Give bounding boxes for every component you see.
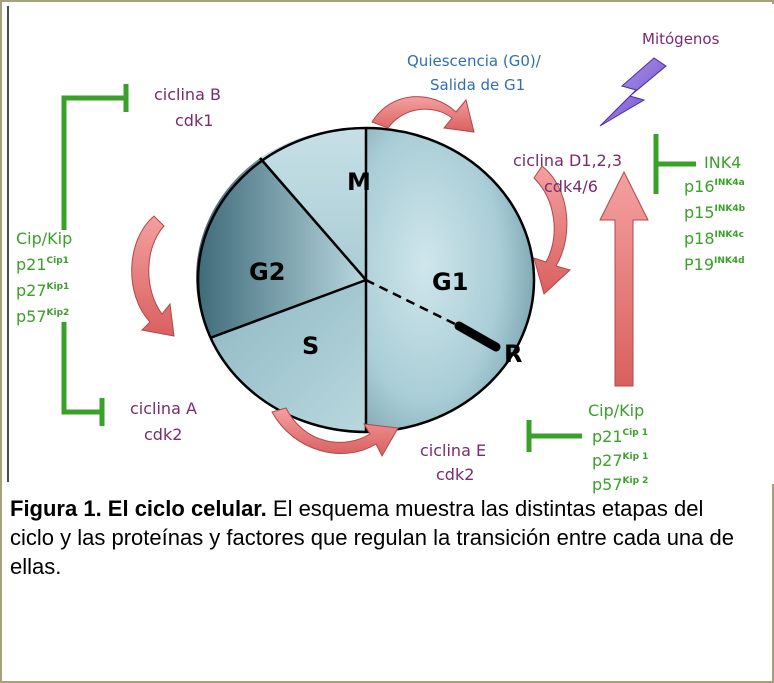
restriction-dashed-line — [365, 278, 460, 328]
bottom-cipkip-item-3: p57Kip 2 — [592, 475, 648, 494]
cyclin-b-label: ciclina B — [154, 85, 221, 104]
bottom-cipkip-item-2-name: p27 — [592, 451, 623, 470]
ink4-inhibitor-bracket — [653, 134, 696, 194]
divider-g2-m — [259, 157, 367, 281]
left-cipkip-item-2-superscript: Kip1 — [47, 282, 70, 292]
cell-cycle-diagram: M G2 G1 S R — [4, 4, 774, 494]
bottom-cipkip-item-1-name: p21 — [592, 427, 623, 446]
mitogens-label: Mitógenos — [642, 30, 720, 48]
ink4-item-2: p15INK4b — [684, 203, 746, 222]
cdk46-label: cdk4/6 — [544, 177, 598, 196]
ink4-item-1-superscript: INK4a — [715, 178, 745, 188]
left-cipkip-item-1-superscript: Cip1 — [47, 256, 69, 266]
figure-caption: Figura 1. El ciclo celular. El esquema m… — [10, 494, 745, 581]
phase-label-m: M — [347, 168, 371, 196]
ink4-family: INK4 — [704, 153, 741, 172]
cell-cycle-svg: M G2 G1 S R — [7, 6, 746, 494]
restriction-point-label: R — [504, 340, 522, 368]
quiescence-line2: Salida de G1 — [430, 76, 525, 94]
phase-label-g2: G2 — [249, 258, 285, 286]
restriction-marker — [454, 321, 501, 352]
ink4-item-3-superscript: INK4c — [715, 230, 744, 240]
caption-text: El esquema muestra las distintas etapas … — [10, 496, 734, 579]
left-cipkip-list: p21Cip1 p27Kip1 p57Kip2 — [16, 255, 69, 326]
bottom-cipkip-item-3-superscript: Kip 2 — [623, 476, 649, 486]
caption-title: Figura 1. El ciclo celular. — [10, 496, 267, 521]
cyclin-e-label: ciclina E — [420, 441, 486, 460]
arrow-bottom — [271, 407, 399, 458]
ink4-item-1: p16INK4a — [684, 177, 745, 196]
lightning-bolt-icon — [599, 57, 667, 127]
arrow-mitogen — [599, 170, 649, 387]
left-inhibitor-bracket — [61, 84, 129, 426]
ink4-item-2-superscript: INK4b — [715, 204, 746, 214]
left-cipkip-item-2-name: p27 — [16, 281, 47, 300]
bottom-cipkip-item-2: p27Kip 1 — [592, 451, 648, 470]
bottom-cipkip-item-1-superscript: Cip 1 — [623, 428, 649, 438]
cdk1-label: cdk1 — [175, 111, 213, 130]
left-cipkip-item-3-name: p57 — [16, 307, 47, 326]
m-sector — [260, 127, 366, 280]
ink4-item-4-name: P19 — [684, 255, 714, 274]
phase-label-s: S — [302, 332, 319, 360]
s-sector — [210, 280, 366, 433]
left-cipkip-family: Cip/Kip — [16, 229, 72, 248]
ink4-item-3: p18INK4c — [684, 229, 744, 248]
bottom-inhibitor-bracket — [526, 420, 582, 452]
cdk2-e-label: cdk2 — [436, 465, 474, 484]
cdk2-a-label: cdk2 — [144, 425, 182, 444]
quiescence-line1: Quiescencia (G0)/ — [407, 52, 542, 70]
bottom-cipkip-item-1: p21Cip 1 — [592, 427, 648, 446]
g1-sector — [366, 128, 534, 432]
g2-sector — [196, 158, 366, 338]
bottom-cipkip-item-2-superscript: Kip 1 — [623, 452, 649, 462]
left-cipkip-item-1-name: p21 — [16, 255, 47, 274]
arrow-left — [131, 215, 175, 337]
bottom-cipkip-item-3-name: p57 — [592, 475, 623, 494]
left-cipkip-item-1: p21Cip1 — [16, 255, 69, 274]
left-cipkip-item-3: p57Kip2 — [16, 307, 69, 326]
phase-label-g1: G1 — [432, 268, 468, 296]
ink4-item-4-superscript: INK4d — [714, 256, 745, 266]
ink4-item-2-name: p15 — [684, 203, 715, 222]
ink4-item-4: P19INK4d — [684, 255, 745, 274]
cyclin-a-label: ciclina A — [130, 399, 197, 418]
arrow-quiescence — [371, 96, 475, 133]
left-cipkip-item-2: p27Kip1 — [16, 281, 69, 300]
ink4-item-3-name: p18 — [684, 229, 715, 248]
ink4-item-1-name: p16 — [684, 177, 715, 196]
bottom-cipkip-family: Cip/Kip — [588, 401, 644, 420]
bottom-cipkip-list: p21Cip 1 p27Kip 1 p57Kip 2 — [592, 427, 648, 494]
cyclin-d-label: ciclina D1,2,3 — [513, 151, 622, 170]
left-cipkip-item-3-superscript: Kip2 — [47, 308, 70, 318]
divider-s-g2 — [209, 278, 367, 340]
arrow-g1 — [533, 165, 571, 295]
